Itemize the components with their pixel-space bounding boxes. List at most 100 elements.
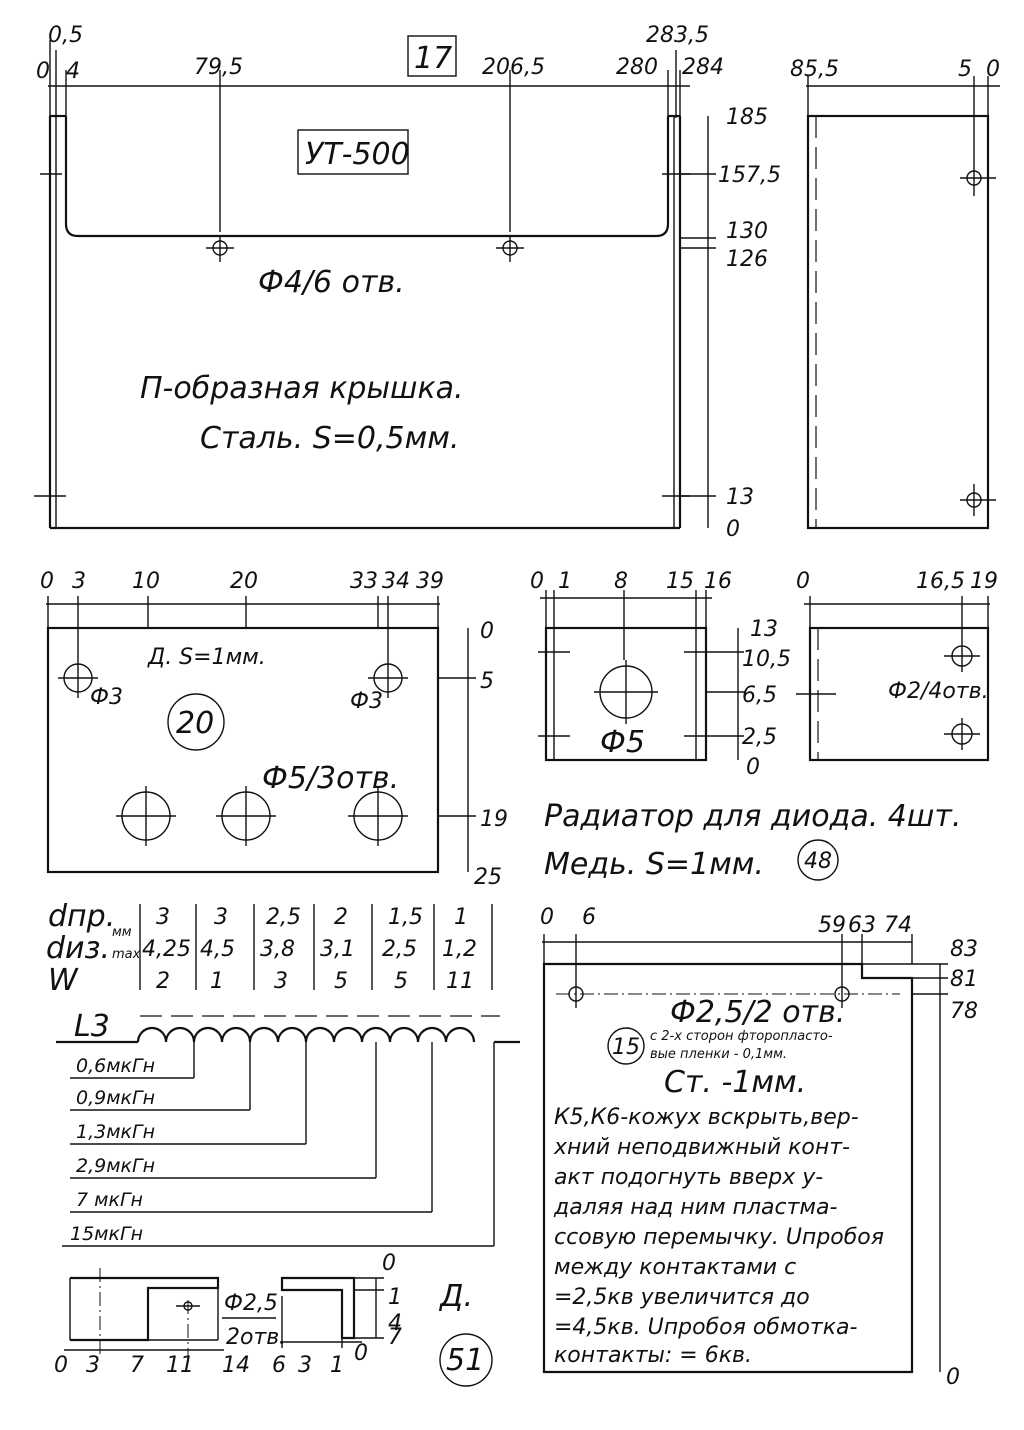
table-cell: 1,2 — [442, 937, 477, 962]
holes-note: Ф2,5 — [224, 1291, 278, 1316]
dim-label: 0 — [946, 1365, 960, 1390]
dim-label: 6,5 — [742, 683, 777, 708]
coil-winding — [136, 1026, 476, 1043]
dim-label: 13 — [750, 617, 778, 642]
part-20-plate: 0 3 10 20 33 34 39 Д. S=1мм. Ф3 Ф3 20 Ф5… — [40, 569, 508, 890]
table-cell: 1 — [454, 905, 468, 930]
holes-note: Ф5/3отв. — [262, 761, 399, 796]
dim-label: 1 — [330, 1353, 344, 1378]
bracket-profile — [280, 1276, 356, 1340]
dim-label: 185 — [726, 105, 768, 130]
part-17-number: 17 — [414, 41, 452, 76]
part-20-number: 20 — [176, 706, 214, 741]
table-cell: 11 — [446, 969, 474, 994]
model-label: УТ-500 — [305, 137, 410, 172]
dim-label: 130 — [726, 219, 768, 244]
dim-label: 8 — [614, 569, 628, 594]
part-number-circle — [167, 693, 225, 751]
dim-label: 0 — [986, 57, 1000, 82]
table-cell: 4,25 — [142, 937, 191, 962]
dim-label: 4 — [66, 59, 80, 84]
dim-label: 7 — [388, 1325, 402, 1350]
hole-label: Ф3 — [350, 689, 383, 714]
dim-label: 10,5 — [742, 647, 791, 672]
dim-label: 280 — [616, 55, 658, 80]
dim-label: 0 — [354, 1341, 368, 1366]
part-48-number: 48 — [804, 849, 832, 874]
dim-label: 83 — [950, 937, 978, 962]
dim-label: 284 — [682, 55, 724, 80]
dim-label: 0 — [746, 755, 760, 780]
table-cell: 1 — [210, 969, 224, 994]
dim-label: 78 — [950, 999, 978, 1024]
tap-label: 2,9мкГн — [76, 1155, 155, 1177]
dim-label: 4 — [388, 1311, 402, 1336]
cutout-outline — [64, 116, 670, 238]
holes-note: Ф2/4отв. — [888, 679, 989, 704]
dim-label: 19 — [970, 569, 998, 594]
instruction-line: даляя над ним пластма- — [553, 1195, 837, 1220]
part-51-bracket: 0 3 7 11 14 Ф2,5 2отв. 6 3 1 0 0 1 4 7 Д… — [54, 1251, 493, 1387]
tap-label: 0,6мкГн — [76, 1055, 155, 1077]
dim-label: 0 — [480, 619, 494, 644]
dim-label: 20 — [230, 569, 258, 594]
material-note: Д. S=1мм. — [147, 645, 266, 670]
tap-label: 7 мкГн — [76, 1189, 143, 1211]
film-note: вые пленки - 0,1мм. — [650, 1047, 787, 1062]
material-note: Медь. S=1мм. — [544, 847, 764, 882]
dim-label: 33 — [350, 569, 378, 594]
instruction-line: хний неподвижный конт- — [553, 1135, 850, 1160]
tap-label: 15мкГн — [70, 1223, 143, 1245]
part-title: П-образная крышка. — [140, 371, 464, 406]
dim-label: 0 — [540, 905, 554, 930]
dim-label: 3 — [72, 569, 86, 594]
dim-label: 5 — [958, 57, 972, 82]
part-15-number: 15 — [612, 1035, 640, 1060]
dim-label: 10 — [132, 569, 160, 594]
dim-label: 0 — [530, 569, 544, 594]
dim-label: 0 — [40, 569, 54, 594]
dim-label: 0 — [726, 517, 740, 542]
label-box — [297, 129, 409, 175]
dim-label: 14 — [222, 1353, 250, 1378]
holes-note: 2отв. — [226, 1325, 286, 1350]
dim-label: 0 — [796, 569, 810, 594]
instruction-line: между контактами с — [554, 1255, 796, 1280]
dim-label: 59 — [818, 913, 846, 938]
table-cell: 5 — [394, 969, 408, 994]
material-note: Ст. -1мм. — [664, 1065, 806, 1100]
dim-label: 283,5 — [646, 23, 709, 48]
table-cell: 3 — [274, 969, 288, 994]
dim-label: 39 — [416, 569, 444, 594]
table-cell: 2 — [156, 969, 170, 994]
part-48-radiator: 0 1 8 15 16 Ф5 13 10,5 6,5 2,5 0 0 16,5 … — [530, 569, 998, 882]
part-51-number: 51 — [446, 1343, 484, 1378]
dim-label: 7 — [130, 1353, 144, 1378]
dim-label: 63 — [848, 913, 876, 938]
dim-label: 157,5 — [718, 163, 781, 188]
table-row-label: dиз. — [46, 931, 110, 966]
part-number-circle — [439, 1333, 493, 1387]
dim-label: 15 — [666, 569, 694, 594]
table-cell: 3,8 — [260, 937, 295, 962]
dim-label: 5 — [480, 669, 494, 694]
dim-label: 0 — [54, 1353, 68, 1378]
radiator-outline — [544, 626, 708, 762]
bracket-outline — [70, 1276, 220, 1342]
part-number-box — [407, 35, 457, 77]
tap-label: 0,9мкГн — [76, 1087, 155, 1109]
table-cell: 3 — [156, 905, 170, 930]
table-row-label: W — [48, 963, 79, 998]
instruction-line: акт подогнуть вверх у- — [554, 1165, 823, 1190]
dim-label: 11 — [166, 1353, 194, 1378]
hole-label: Ф3 — [90, 685, 123, 710]
instruction-line: ссовую перемычку. Uпробоя — [554, 1225, 884, 1250]
dim-label: 2,5 — [742, 725, 777, 750]
holes-note: Ф2,5/2 отв. — [670, 995, 845, 1030]
instruction-line: К5,К6-кожух вскрыть,вер- — [554, 1105, 859, 1130]
dim-label: 6 — [272, 1353, 286, 1378]
dim-label: 3 — [298, 1353, 312, 1378]
instruction-line: контакты: = 6кв. — [554, 1343, 752, 1368]
part-17-front-view: 17 0,5 0 4 79,5 206,5 280 283,5 284 — [34, 23, 781, 542]
table-row-label: dпр. — [48, 899, 115, 934]
